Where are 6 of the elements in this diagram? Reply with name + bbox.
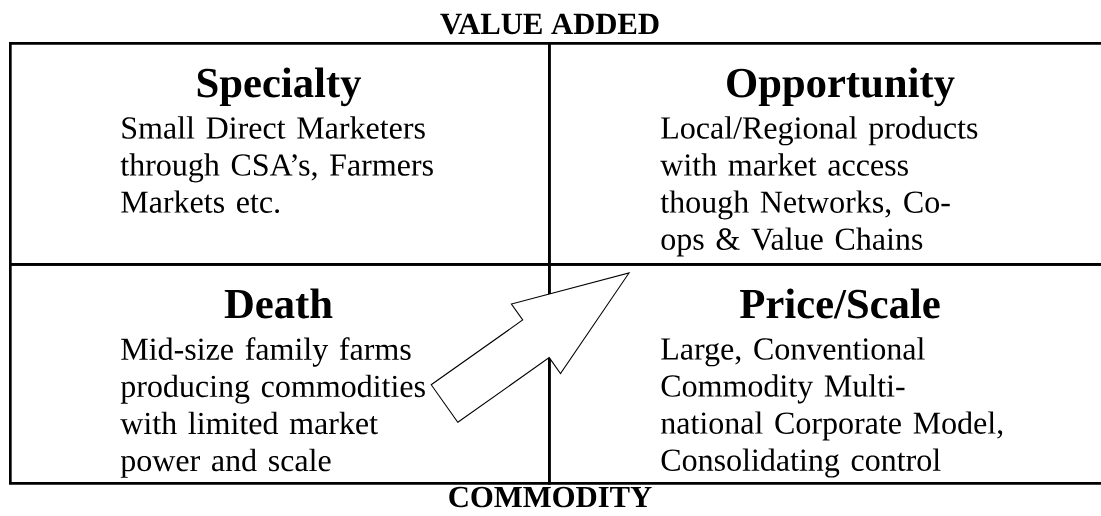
quadrant-cell: Death Mid-size family farms producing commodities with limited market power and scale: [9, 263, 551, 485]
quadrant-cell: Opportunity Local/Regional products with market access though Networks, Co-ops & Value Chains: [548, 42, 1101, 266]
quadrant-cell: Specialty Small Direct Marketers through CSA’s, Farmers Markets etc.: [9, 42, 551, 266]
axis-label: COMMODITY: [449, 486, 652, 508]
quadrant-cell: Price/Scale Large, Conventional Commodity Multi- national Corporate Model, Consolidating control: [548, 263, 1101, 485]
axis-label: VALUE ADDED: [440, 13, 659, 35]
